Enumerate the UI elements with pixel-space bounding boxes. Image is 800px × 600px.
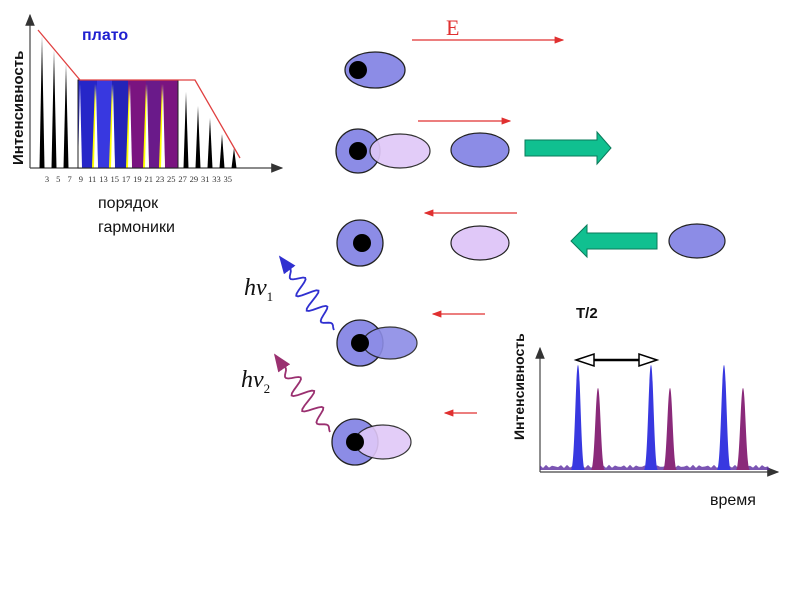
period-arrow-left-head [573,352,595,368]
harmonic-tick-label: 7 [67,174,71,184]
recombining-cloud [362,326,418,360]
plateau-label: плато [82,27,128,44]
harmonic-tick-label: 9 [79,174,83,184]
harmonic-tick-label: 5 [56,174,60,184]
pulse-peak [571,365,585,470]
nucleus [353,234,371,252]
harmonic-peak [183,92,189,168]
harmonic-tick-label: 15 [111,174,120,184]
harmonic-tick-label: 25 [167,174,176,184]
plateau-band [160,80,178,168]
pulse-peak [591,388,605,470]
atom-stage-3 [336,219,726,267]
photon-2-wave [273,353,331,433]
plateau-band [97,80,112,168]
free-electron [450,132,510,168]
pulse-train-chart: T/2 Интенсивность время [511,305,780,509]
harmonic-tick-label: 21 [144,174,153,184]
harmonic-tick-label: 23 [156,174,165,184]
pulse-x-label: время [710,492,756,509]
harmonic-peak [231,148,237,168]
harmonic-peak [195,106,201,168]
photon-2-label: hν2 [241,367,270,396]
nucleus [349,61,367,79]
plateau-band [146,80,160,168]
harmonic-peak [63,64,69,168]
nucleus [346,433,364,451]
harmonic-tick-label: 29 [190,174,199,184]
harmonic-envelope [37,29,241,159]
plateau-band [78,80,97,168]
photon-2: hν2 [241,353,331,433]
plateau-block [77,79,179,169]
harmonic-tick-label: 11 [88,174,96,184]
nucleus [351,334,369,352]
harmonic-tick-label: 33 [212,174,221,184]
plateau-peak [78,84,82,168]
motion-arrow-right [524,130,612,166]
photon-1-wave [278,255,335,331]
nucleus [349,142,367,160]
atom-stage-5 [331,418,412,466]
pulse-peak [717,365,731,470]
harmonic-tick-label: 35 [224,174,233,184]
pulse-peaks [540,365,770,470]
tunneling-cloud [369,133,431,169]
period-arrow-right-head [638,352,660,368]
harmonic-y-label: Интенсивность [10,51,27,165]
plateau-peak [94,84,98,168]
pulse-y-label: Интенсивность [511,333,527,440]
electron-cloud [344,51,406,89]
pulse-peak [644,365,658,470]
harmonic-tick-label: 3 [45,174,49,184]
plateau-band [112,80,128,168]
plateau-peak [145,84,149,168]
plateau-peak [111,84,115,168]
atom-stage-4 [336,319,418,367]
harmonic-tick-label: 17 [122,174,131,184]
pulse-peak [736,388,750,470]
atom-stage-1 [344,51,406,89]
harmonic-tick-label: 31 [201,174,210,184]
harmonic-peak [219,134,225,168]
plateau-peak [128,84,132,168]
harmonic-peak [207,118,213,168]
harmonic-peak [39,36,45,168]
atom-stage-2 [335,128,612,174]
harmonic-tick-label: 19 [133,174,142,184]
field-label: E [446,15,459,40]
harmonic-peaks [39,36,237,168]
free-electron [668,223,726,259]
harmonic-x-label-line1: порядок [98,195,159,212]
photon-1-label: hν1 [244,275,273,304]
plateau-band [128,80,146,168]
photon-1: hν1 [244,255,335,331]
period-label: T/2 [576,305,598,322]
harmonic-x-label-line2: гармоники [98,219,175,236]
plateau-peak [161,84,165,168]
pulse-peak [663,388,677,470]
returning-cloud [450,225,510,261]
harmonic-peak [51,50,57,168]
motion-arrow-left [570,223,658,259]
harmonic-tick-label: 27 [178,174,187,184]
harmonic-tick-label: 13 [99,174,108,184]
